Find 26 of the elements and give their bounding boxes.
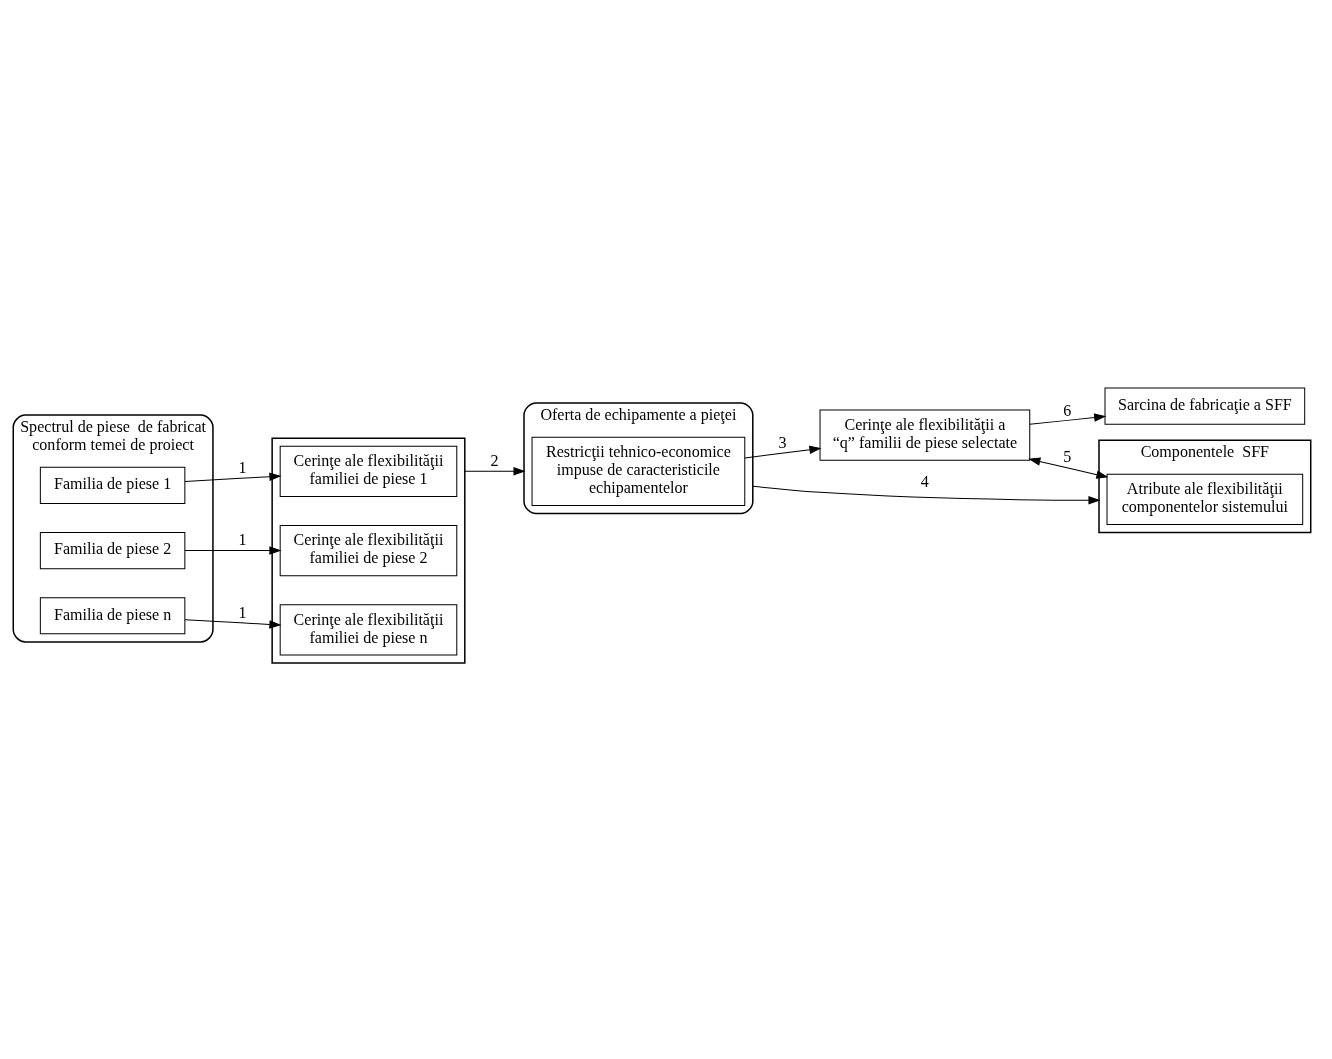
- arrow: [184, 472, 281, 482]
- edge-label: 1: [238, 459, 247, 477]
- arrow: [464, 467, 525, 476]
- node-box: Cerinţe ale flexibilităţii familiei de piese 2: [279, 525, 458, 577]
- arrow: [752, 485, 1100, 505]
- node-box: Familia de piese 2: [39, 532, 186, 570]
- node-box: Familia de piese 1: [39, 466, 186, 504]
- edge-label: 4: [920, 473, 929, 491]
- node-box: Restricţii tehnico-economice impuse de caracteristicile echipamentelor: [531, 436, 746, 506]
- arrow: [184, 546, 281, 555]
- arrow: [1029, 457, 1108, 479]
- arrow: [184, 619, 281, 629]
- edge-label: 5: [1063, 448, 1072, 466]
- edge-label: 1: [238, 531, 247, 549]
- edge-label: 2: [490, 452, 499, 470]
- edge-label: 6: [1063, 401, 1072, 419]
- node-box: Cerinţe ale flexibilităţii familiei de piese n: [279, 604, 458, 656]
- arrow: [744, 445, 821, 459]
- node-box: Atribute ale flexibilităţii componentelor sistemului: [1106, 473, 1304, 525]
- node-box: Sarcina de fabricaţie a SFF: [1104, 387, 1306, 425]
- arrow: [1029, 413, 1106, 425]
- node-box: Cerinţe ale flexibilităţii familiei de piese 1: [279, 445, 458, 497]
- node-box: Familia de piese n: [39, 597, 186, 635]
- node-box: Cerinţe ale flexibilităţii a “q” familii de piese selectate: [819, 409, 1031, 461]
- edge-label: 1: [238, 603, 247, 621]
- edge-label: 3: [778, 434, 787, 452]
